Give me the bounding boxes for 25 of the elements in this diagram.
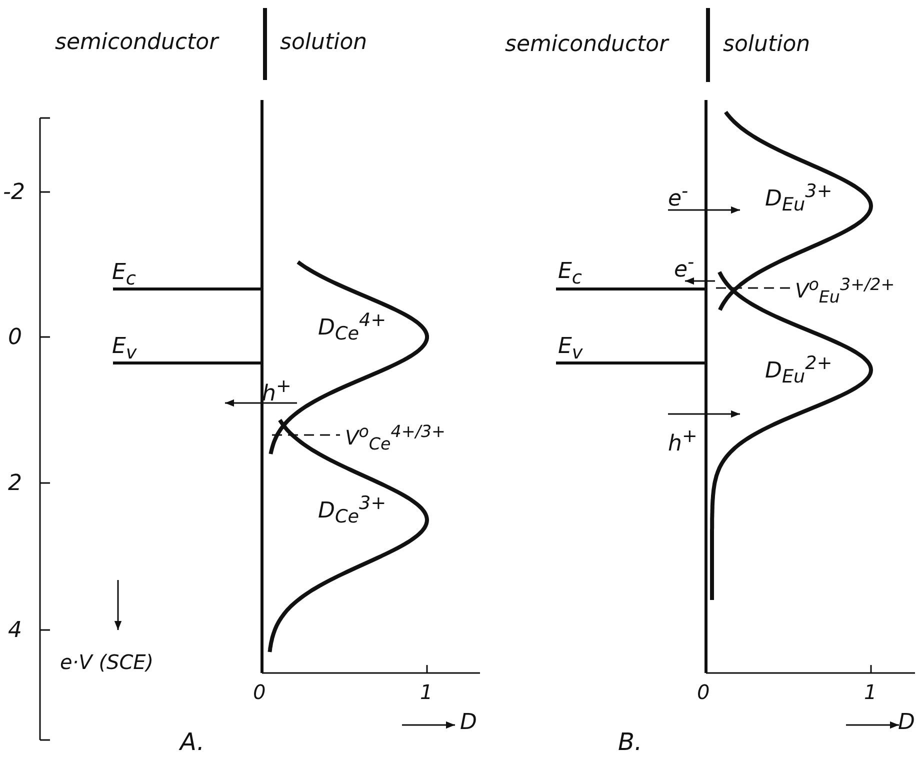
- band-label: E$_{c}$: [558, 261, 582, 288]
- carrier-label: h$^{+}$: [262, 378, 292, 406]
- column-heading: solution: [723, 34, 810, 56]
- tick-label: 2: [8, 473, 22, 495]
- axis-title: D: [460, 712, 477, 734]
- carrier-label: e$^{-}$: [674, 254, 694, 282]
- tick-label: 0: [8, 327, 22, 349]
- panel-label: A.: [180, 730, 204, 754]
- tick-label: 0: [697, 682, 710, 702]
- tick-label: 0: [253, 682, 266, 702]
- axis-title: e·V (SCE): [60, 652, 154, 672]
- panel-label: B.: [618, 730, 642, 754]
- axis-title: D: [898, 712, 915, 734]
- carrier-label: e$^{-}$: [668, 183, 688, 210]
- carrier-label: h$^{+}$: [668, 428, 698, 456]
- band-label: E$_{v}$: [112, 336, 137, 363]
- band-label: E$_{c}$: [112, 262, 136, 289]
- column-heading: semiconductor: [55, 32, 218, 54]
- tick-label: 1: [420, 682, 433, 702]
- tick-label: -2: [3, 182, 25, 204]
- band-label: E$_{v}$: [558, 336, 583, 363]
- column-heading: semiconductor: [505, 34, 668, 56]
- column-heading: solution: [280, 32, 368, 54]
- tick-label: 4: [8, 620, 22, 642]
- tick-label: 1: [864, 682, 877, 702]
